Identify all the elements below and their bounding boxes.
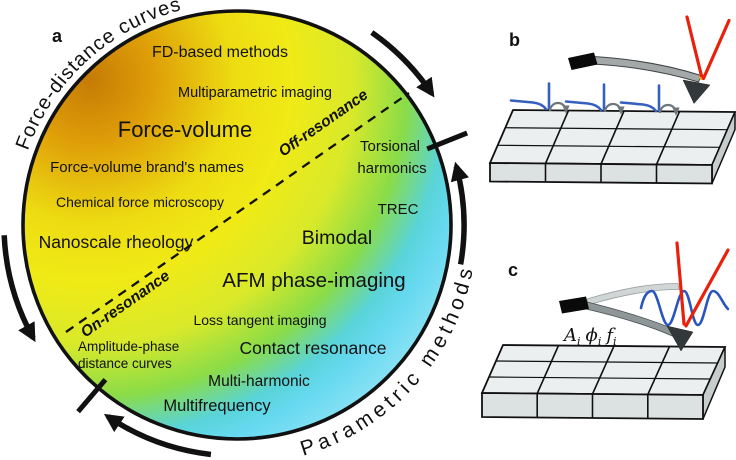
label-fd-based-methods: FD-based methods [152, 44, 288, 61]
cantilever-b [568, 52, 711, 104]
laser-beams-b [685, 15, 731, 81]
cantilever-tip [682, 79, 711, 104]
oscillation-wave [639, 289, 730, 327]
panel-a: a Force-distance curves Parametric metho… [1, 0, 474, 460]
cantilever-beam [591, 55, 702, 83]
arc-arrow-left [1, 235, 36, 343]
panel-b: b [488, 15, 736, 185]
label-afm-phase-imaging: AFM phase-imaging [222, 269, 405, 292]
boundary-tick-top-right [426, 130, 469, 152]
pixel-loop-arrows [548, 101, 680, 116]
approach-retract-trace [509, 82, 661, 113]
cantilever-chip [568, 52, 598, 70]
cantilever-c [559, 283, 680, 338]
cantilever-beam-upper [586, 283, 680, 306]
label-harmonics: harmonics [357, 160, 426, 177]
boundary-tick-bottom-left [76, 377, 108, 414]
label-torsional: Torsional [360, 138, 420, 155]
label-amplitude-phase: Amplitude-phase [78, 339, 179, 354]
sample-grid-c [480, 344, 727, 420]
resonance-divider-line [65, 92, 410, 333]
arc-arrow-top-right [370, 30, 435, 98]
label-distance-curves: distance curves [78, 356, 172, 371]
panel-c-letter: c [508, 260, 518, 280]
cantilever-chip [559, 296, 589, 314]
label-multifrequency: Multifrequency [163, 397, 271, 415]
label-bimodal: Bimodal [302, 227, 372, 249]
label-loss-tangent-imaging: Loss tangent imaging [193, 312, 326, 328]
arc-arrow-right [450, 161, 469, 265]
label-multiparametric-imaging: Multiparametric imaging [178, 85, 332, 101]
panel-b-letter: b [509, 30, 520, 50]
sample-grid-lines [497, 110, 728, 183]
label-nanoscale-rheology: Nanoscale rheology [39, 232, 194, 252]
methods-disc [21, 9, 453, 441]
label-force-volume-brands: Force-volume brand's names [50, 159, 244, 176]
sample-grid-b [488, 109, 736, 185]
sample-grid-lines [488, 345, 718, 419]
laser-beams-c [675, 241, 730, 328]
label-contact-resonance: Contact resonance [240, 338, 387, 358]
label-trec: TREC [378, 201, 419, 218]
panel-a-letter: a [52, 26, 63, 46]
arc-arrow-bottom [103, 413, 212, 458]
cantilever-tip [666, 325, 694, 352]
label-multi-harmonic: Multi-harmonic [208, 373, 310, 390]
panel-c: c [480, 241, 730, 420]
label-chemical-force-microscopy: Chemical force microscopy [56, 194, 224, 210]
label-force-volume: Force-volume [118, 117, 252, 142]
